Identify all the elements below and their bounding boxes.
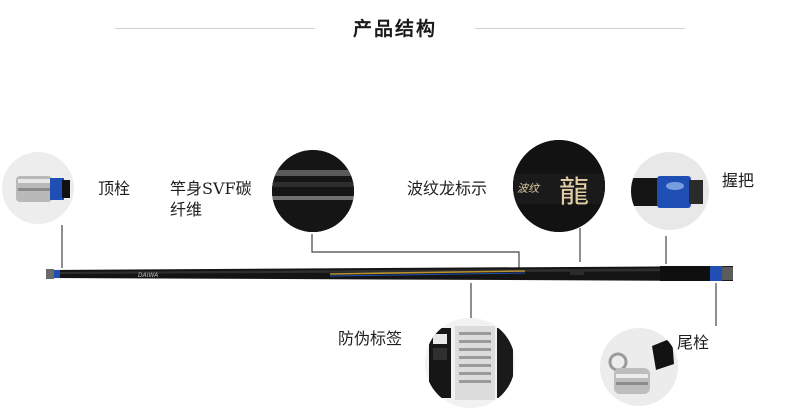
header-rule-right (475, 28, 685, 29)
rod-body-label: 竿身SVF碳纤维 (170, 179, 252, 219)
rod-gold-stripe (329, 270, 526, 275)
dragon-mark-label: 波纹龙标示 (407, 179, 488, 198)
rod-blue-stripe (329, 272, 526, 277)
dragon-glyph: 龍 (559, 175, 589, 210)
butt-plug-label: 尾栓 (677, 333, 710, 352)
grip-label: 握把 (722, 171, 755, 190)
rod-butt-cap (722, 267, 733, 280)
rod-tip-cap (46, 269, 54, 279)
dragon-mark-small-text: 波纹 (517, 182, 541, 195)
fishing-rod: DAIWA (46, 266, 733, 281)
grip-detail (631, 152, 709, 230)
anti-fake-label-detail (425, 318, 515, 408)
rod-dragon-mark-small (570, 269, 584, 275)
dragon-mark-detail: 波纹 龍 (513, 140, 605, 232)
rod-tip-ring (54, 270, 60, 278)
leader-rod-body (311, 234, 520, 268)
rod-brand-text: DAIWA (138, 272, 158, 279)
page-title: 产品结构 (352, 18, 437, 40)
rod-grip-section (660, 266, 718, 281)
top-plug-detail (2, 152, 74, 224)
rod-body-detail (272, 150, 354, 232)
rod-butt-band (710, 266, 722, 281)
anti-fake-label-text: 防伪标签 (338, 329, 403, 348)
butt-plug-detail (600, 328, 678, 406)
top-plug-label: 顶栓 (98, 179, 131, 198)
header-rule-left (115, 28, 315, 29)
